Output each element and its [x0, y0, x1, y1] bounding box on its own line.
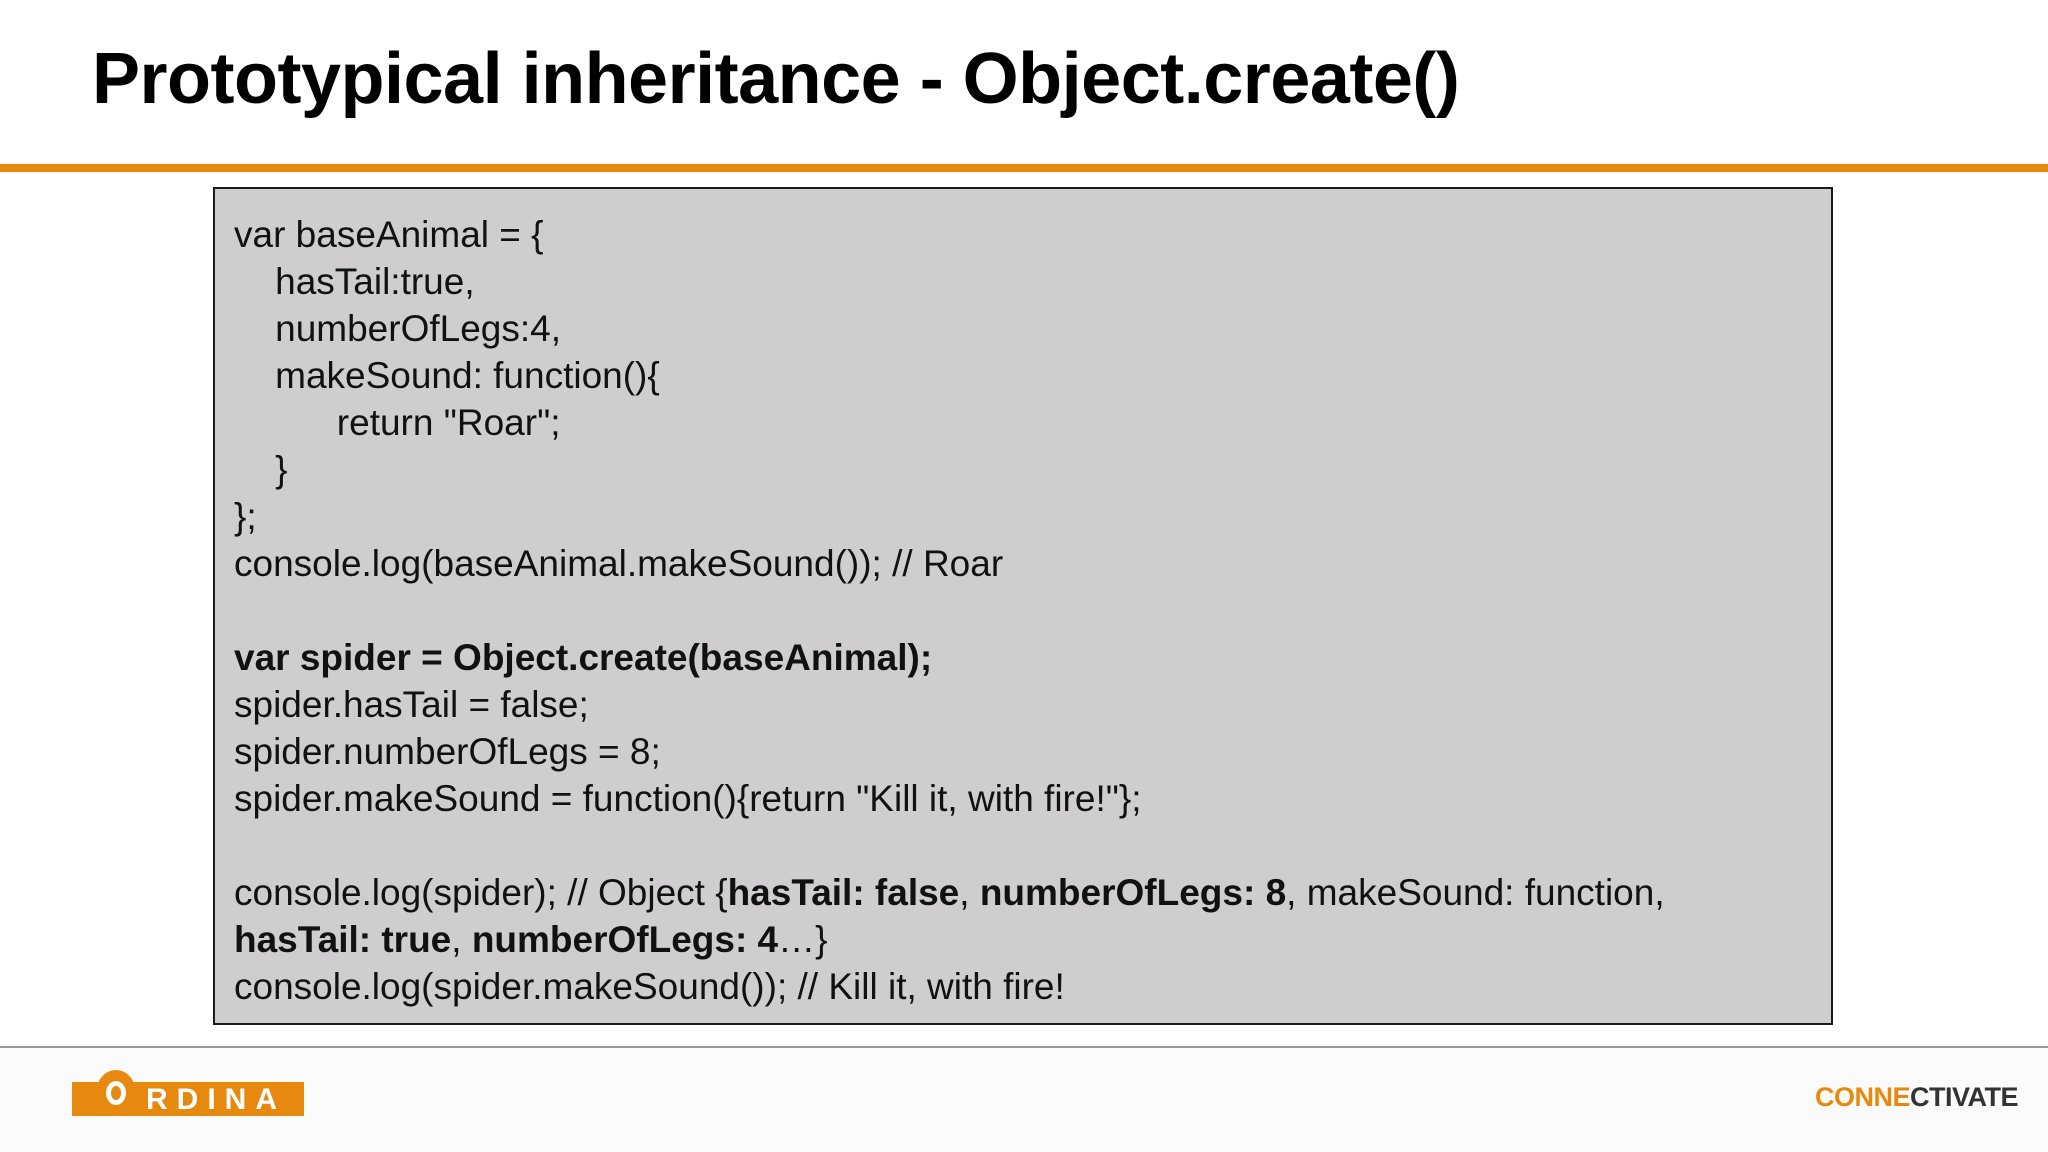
- code-lines: var baseAnimal = { hasTail:true, numberO…: [234, 211, 1665, 1010]
- footer-divider: [0, 1046, 2048, 1048]
- code-blank-line: [234, 822, 1665, 869]
- code-line: makeSound: function(){: [234, 355, 660, 396]
- code-text: ,: [959, 872, 980, 913]
- ordina-logo: RDINA: [72, 1070, 304, 1126]
- connectivate-logo-part2: CTIVATE: [1910, 1082, 2019, 1112]
- code-line: console.log(spider); // Object {hasTail:…: [234, 869, 1665, 916]
- code-line: spider.hasTail = false;: [234, 684, 589, 725]
- code-text: console.log(spider); // Object {: [234, 872, 728, 913]
- ordina-logo-text: RDINA: [146, 1083, 286, 1116]
- code-line: numberOfLegs:4,: [234, 308, 562, 349]
- code-line: };: [234, 496, 257, 537]
- code-line: console.log(baseAnimal.makeSound()); // …: [234, 543, 1004, 584]
- code-line: console.log(spider.makeSound()); // Kill…: [234, 966, 1065, 1007]
- connectivate-logo: CONNECTIVATE: [1815, 1082, 2019, 1113]
- connectivate-logo-part1: CONNE: [1815, 1082, 1911, 1112]
- code-text-bold: numberOfLegs: 4: [471, 919, 779, 960]
- code-line: hasTail: true, numberOfLegs: 4…}: [234, 916, 1665, 963]
- slide-title: Prototypical inheritance - Object.create…: [92, 39, 1460, 119]
- code-line: spider.makeSound = function(){return "Ki…: [234, 778, 1142, 819]
- code-text-bold: numberOfLegs: 8: [979, 872, 1287, 913]
- code-block: var baseAnimal = { hasTail:true, numberO…: [213, 187, 1833, 1025]
- code-line: hasTail:true,: [234, 261, 475, 302]
- code-text: ,: [451, 919, 472, 960]
- code-blank-line: [234, 587, 1665, 634]
- code-line: }: [234, 449, 288, 490]
- code-line: var baseAnimal = {: [234, 214, 544, 255]
- footer: [0, 1048, 2048, 1152]
- code-line: spider.numberOfLegs = 8;: [234, 731, 661, 772]
- code-text-bold: hasTail: false: [727, 872, 960, 913]
- code-text-bold: hasTail: true: [234, 919, 452, 960]
- code-text: …}: [778, 919, 828, 960]
- code-text: , makeSound: function,: [1286, 872, 1665, 913]
- ordina-o-icon: [96, 1070, 136, 1116]
- code-line-highlight: var spider = Object.create(baseAnimal);: [234, 637, 933, 678]
- code-line: return "Roar";: [234, 402, 561, 443]
- title-divider: [0, 164, 2048, 172]
